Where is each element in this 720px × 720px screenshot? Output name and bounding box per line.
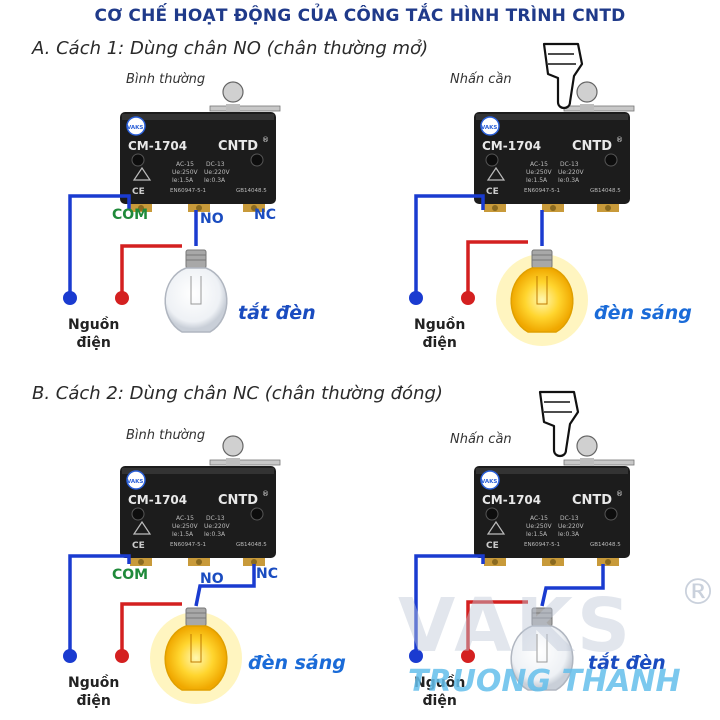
power-terminal-red-b2 (461, 649, 475, 663)
switch-brand-text: CNTD (218, 139, 258, 154)
switch-spec-ie1: Ie:1.5A (172, 177, 194, 184)
ce-mark-icon: CE (132, 541, 145, 551)
switch-logo-text: VAKS (481, 125, 497, 131)
wiring-b1 (68, 554, 256, 656)
ce-mark-icon: CE (486, 187, 499, 197)
lightbulb-icon (495, 249, 589, 347)
switch-spec-ac: AC-15 (176, 515, 194, 522)
power-terminal-red-b1 (115, 649, 129, 663)
power-label-a2: Nguồn điện (414, 317, 466, 351)
power-label-a1: Nguồn điện (68, 317, 120, 351)
power-terminal-blue-b1 (63, 649, 77, 663)
switch-brand-mark: ® (616, 136, 623, 144)
switch-spec-ie1: Ie:1.5A (526, 531, 548, 538)
pin-no-a1: NO (200, 211, 224, 227)
switch-spec-dc: DC-13 (206, 515, 225, 522)
switch-spec-gb: GB14048.5 (590, 542, 621, 548)
switch-spec-ie1: Ie:1.5A (526, 177, 548, 184)
switch-logo-text: VAKS (127, 125, 143, 131)
switch-spec-ue1: Ue:250V (172, 523, 199, 530)
switch-spec-ie2: Ie:0.3A (558, 177, 580, 184)
pin-no-b1: NO (200, 571, 224, 587)
state-off-b2: tắt đèn (588, 652, 666, 674)
switch-spec-std: EN60947-5-1 (524, 542, 560, 548)
ce-mark-icon: CE (132, 187, 145, 197)
section-a-heading: A. Cách 1: Dùng chân NO (chân thường mở) (32, 38, 429, 59)
switch-brand-mark: ® (262, 490, 269, 498)
switch-brand-text: CNTD (218, 493, 258, 508)
switch-spec-dc: DC-13 (560, 515, 579, 522)
label-normal-a: Bình thường (126, 72, 206, 87)
power-terminal-blue-a2 (409, 291, 423, 305)
label-normal-b: Bình thường (126, 428, 206, 443)
pin-nc-b1: NC (256, 566, 278, 582)
pin-nc-a1: NC (254, 207, 276, 223)
label-press-b: Nhấn cần (450, 432, 512, 447)
power-label-b2: Nguồn điện (414, 675, 466, 709)
page-title: CƠ CHẾ HOẠT ĐỘNG CỦA CÔNG TẮC HÌNH TRÌNH… (94, 6, 626, 26)
switch-spec-ie2: Ie:0.3A (558, 531, 580, 538)
watermark-reg: ® (680, 572, 716, 613)
switch-logo-text: VAKS (481, 479, 497, 485)
power-terminal-blue-a1 (63, 291, 77, 305)
lightbulb-icon (149, 607, 243, 705)
switch-spec-std: EN60947-5-1 (170, 188, 206, 194)
lightbulb-icon (164, 249, 228, 333)
section-b-heading: B. Cách 2: Dùng chân NC (chân thường đón… (32, 383, 443, 404)
switch-spec-ue2: Ue:220V (204, 169, 231, 176)
switch-spec-ie2: Ie:0.3A (204, 531, 226, 538)
watermark-brand: VAKS (398, 583, 635, 669)
switch-brand-mark: ® (262, 136, 269, 144)
pin-com-a1: COM (112, 207, 149, 223)
switch-spec-ie2: Ie:0.3A (204, 177, 226, 184)
switch-spec-ie1: Ie:1.5A (172, 531, 194, 538)
switch-model-text: CM-1704 (128, 139, 187, 153)
label-press-a: Nhấn cần (450, 72, 512, 87)
switch-spec-ac: AC-15 (530, 515, 548, 522)
wiring-a2 (414, 194, 544, 298)
power-terminal-red-a2 (461, 291, 475, 305)
switch-spec-ue2: Ue:220V (558, 169, 585, 176)
switch-spec-gb: GB14048.5 (236, 188, 267, 194)
switch-spec-dc: DC-13 (560, 161, 579, 168)
switch-brand-text: CNTD (572, 493, 612, 508)
switch-spec-std: EN60947-5-1 (170, 542, 206, 548)
power-label-b1: Nguồn điện (68, 675, 120, 709)
switch-spec-ac: AC-15 (530, 161, 548, 168)
switch-spec-ue1: Ue:250V (526, 169, 553, 176)
switch-logo-text: VAKS (127, 479, 143, 485)
hand-pointing-down-icon (538, 390, 580, 458)
switch-brand-mark: ® (616, 490, 623, 498)
switch-spec-ue2: Ue:220V (558, 523, 585, 530)
switch-model-text: CM-1704 (482, 139, 541, 153)
state-on-a2: đèn sáng (594, 302, 692, 324)
hand-pointing-down-icon (542, 42, 584, 110)
switch-spec-gb: GB14048.5 (590, 188, 621, 194)
switch-spec-ue2: Ue:220V (204, 523, 231, 530)
ce-mark-icon: CE (486, 541, 499, 551)
pin-com-b1: COM (112, 567, 149, 583)
switch-spec-ac: AC-15 (176, 161, 194, 168)
watermark-sub: TRUONG THANH (408, 664, 681, 699)
switch-spec-std: EN60947-5-1 (524, 188, 560, 194)
switch-brand-text: CNTD (572, 139, 612, 154)
switch-spec-gb: GB14048.5 (236, 542, 267, 548)
switch-spec-ue1: Ue:250V (172, 169, 199, 176)
wiring-a1 (68, 194, 198, 298)
state-off-a1: tắt đèn (238, 302, 316, 324)
state-on-b1: đèn sáng (248, 652, 346, 674)
power-terminal-blue-b2 (409, 649, 423, 663)
switch-model-text: CM-1704 (128, 493, 187, 507)
wiring-b2 (414, 554, 605, 656)
switch-spec-ue1: Ue:250V (526, 523, 553, 530)
switch-spec-dc: DC-13 (206, 161, 225, 168)
switch-model-text: CM-1704 (482, 493, 541, 507)
power-terminal-red-a1 (115, 291, 129, 305)
